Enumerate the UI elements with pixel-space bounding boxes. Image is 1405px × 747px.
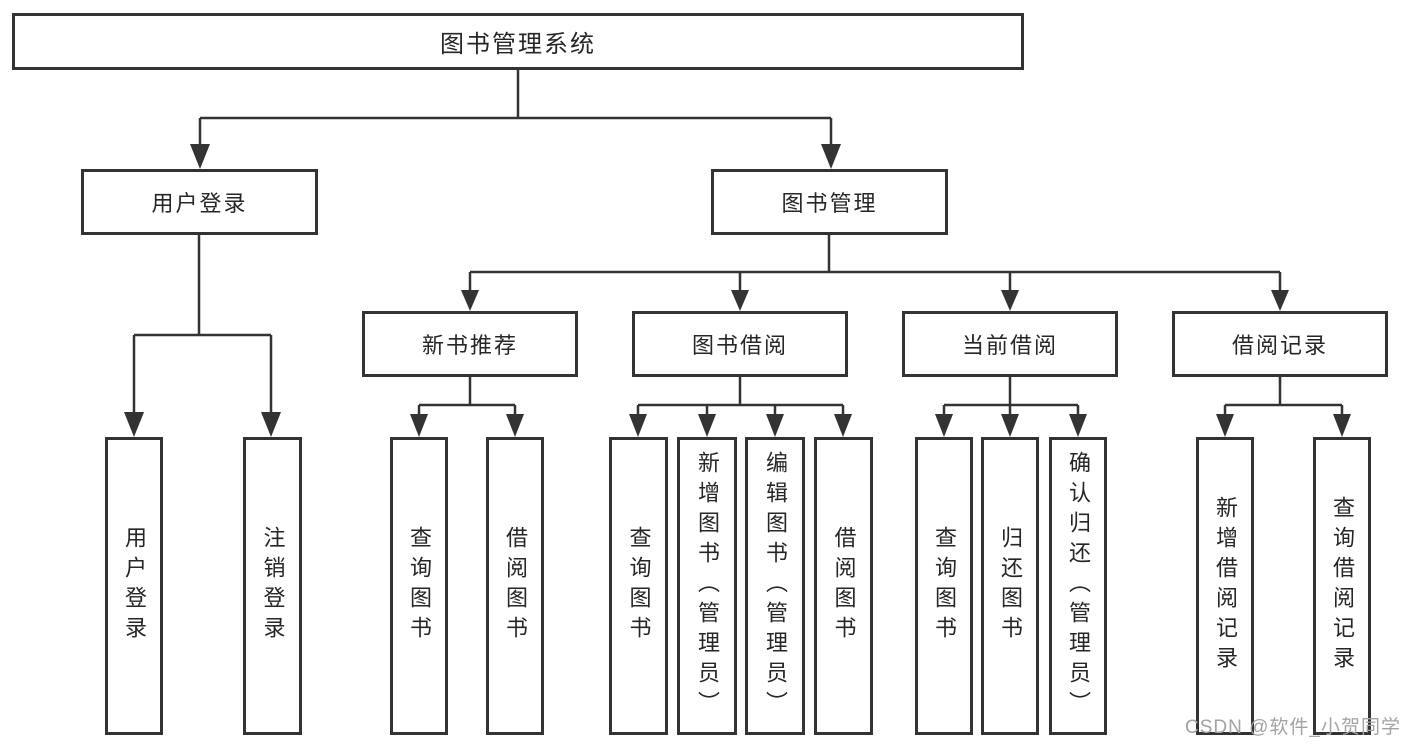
arrowhead bbox=[698, 414, 716, 437]
arrowhead bbox=[766, 414, 784, 437]
leaf-add-book-admin: 新增图书（管理员） bbox=[677, 437, 737, 735]
connector-root bbox=[198, 70, 833, 144]
arrowhead bbox=[410, 414, 428, 437]
arrowhead bbox=[1001, 414, 1019, 437]
node-root: 图书管理系统 bbox=[12, 13, 1024, 70]
node-label: 借阅图书 bbox=[503, 526, 528, 646]
node-book-management: 图书管理 bbox=[711, 169, 948, 235]
arrowhead bbox=[1001, 290, 1019, 311]
leaf-query-books-recommend: 查询图书 bbox=[390, 437, 448, 735]
node-label: 用户登录 bbox=[122, 526, 147, 646]
arrowhead bbox=[821, 144, 841, 169]
leaf-user-login: 用户登录 bbox=[105, 437, 163, 735]
node-label: 确认归还（管理员） bbox=[1066, 451, 1091, 721]
connector-user-login bbox=[132, 235, 273, 412]
leaf-confirm-return-admin: 确认归还（管理员） bbox=[1049, 437, 1107, 735]
arrowhead bbox=[1333, 414, 1351, 437]
leaf-query-books-current: 查询图书 bbox=[915, 437, 973, 735]
node-label: 查询图书 bbox=[932, 526, 957, 646]
connector-borrow-records bbox=[1223, 377, 1344, 414]
arrowhead bbox=[461, 290, 479, 311]
node-label: 新增借阅记录 bbox=[1213, 496, 1238, 676]
leaf-logout: 注销登录 bbox=[243, 437, 302, 735]
node-label: 借阅记录 bbox=[1231, 333, 1328, 358]
arrowhead bbox=[1069, 414, 1087, 437]
node-label: 当前借阅 bbox=[961, 333, 1058, 358]
node-label: 图书管理 bbox=[781, 191, 878, 216]
node-book-borrow: 图书借阅 bbox=[632, 311, 848, 377]
node-label: 图书管理系统 bbox=[440, 31, 596, 58]
connector-new-book-recommend bbox=[417, 377, 517, 414]
node-label: 查询借阅记录 bbox=[1330, 496, 1355, 676]
arrowhead bbox=[1216, 414, 1234, 437]
arrowhead bbox=[935, 414, 953, 437]
node-label: 新书推荐 bbox=[421, 333, 518, 358]
node-label: 查询图书 bbox=[626, 526, 652, 646]
leaf-borrow-books: 借阅图书 bbox=[814, 437, 873, 735]
arrowhead bbox=[629, 414, 647, 437]
leaf-edit-book-admin: 编辑图书（管理员） bbox=[745, 437, 805, 735]
connector-book-borrow bbox=[636, 377, 845, 414]
arrowhead bbox=[1271, 290, 1289, 311]
node-label: 编辑图书（管理员） bbox=[763, 451, 788, 721]
node-current-borrow: 当前借阅 bbox=[902, 311, 1118, 377]
leaf-add-borrow-record: 新增借阅记录 bbox=[1196, 437, 1254, 735]
node-borrow-records: 借阅记录 bbox=[1172, 311, 1388, 377]
arrowhead bbox=[124, 412, 144, 437]
node-label: 图书借阅 bbox=[691, 333, 788, 358]
leaf-borrow-books-recommend: 借阅图书 bbox=[486, 437, 544, 735]
node-new-book-recommend: 新书推荐 bbox=[362, 311, 578, 377]
arrowhead bbox=[506, 414, 524, 437]
node-label: 新增图书（管理员） bbox=[695, 451, 720, 721]
node-label: 查询图书 bbox=[407, 526, 432, 646]
node-label: 注销登录 bbox=[260, 526, 286, 646]
arrowhead bbox=[261, 412, 281, 437]
arrowhead bbox=[190, 144, 210, 169]
arrowhead bbox=[834, 414, 852, 437]
arrowhead bbox=[731, 290, 749, 311]
watermark: CSDN @软件_小贺同学 bbox=[1185, 717, 1401, 738]
leaf-return-book: 归还图书 bbox=[981, 437, 1039, 735]
node-label: 归还图书 bbox=[998, 526, 1023, 646]
leaf-query-books-borrow: 查询图书 bbox=[609, 437, 668, 735]
node-label: 借阅图书 bbox=[831, 526, 857, 646]
connector-book-management bbox=[468, 235, 1282, 290]
node-user-login: 用户登录 bbox=[81, 169, 318, 235]
node-label: 用户登录 bbox=[151, 191, 248, 216]
leaf-query-borrow-record: 查询借阅记录 bbox=[1313, 437, 1371, 735]
connector-current-borrow bbox=[942, 377, 1080, 414]
